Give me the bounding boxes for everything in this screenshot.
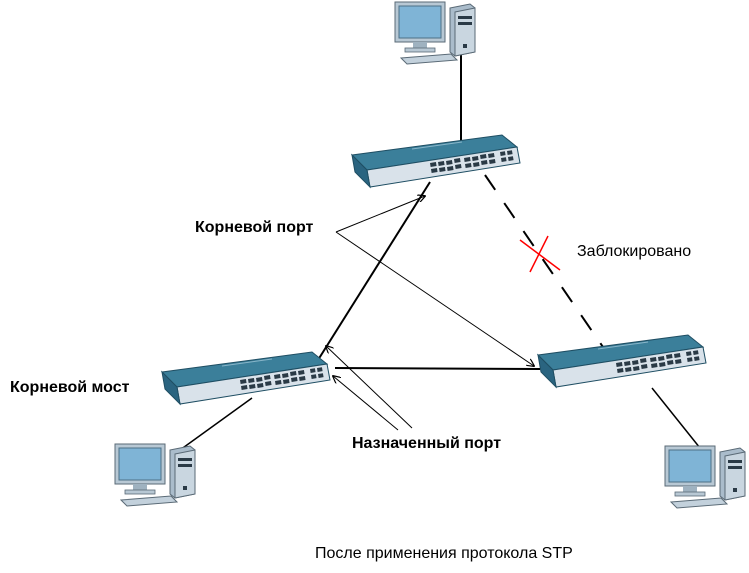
computer-right (664, 445, 746, 509)
link-switch-left-switch-top (317, 181, 431, 361)
link-switch-left-computer-left (179, 397, 253, 451)
designated-port-arrow-up (326, 346, 413, 429)
computer-top (394, 1, 476, 65)
annotation-arrows (326, 196, 534, 431)
links (179, 54, 701, 451)
switch-left (161, 351, 331, 405)
designated-port-label: Назначенный порт (352, 435, 502, 452)
diagram-caption: После применения протокола STP (315, 545, 573, 562)
link-switch-left-switch-right (334, 367, 541, 370)
switch-right (537, 334, 707, 388)
link-switch-top-switch-right-blocked (484, 174, 606, 351)
root-bridge-label: Корневой мост (10, 379, 130, 396)
switch-top (351, 134, 521, 188)
root-port-arrow-top (335, 196, 425, 233)
root-port-arrow-right (335, 231, 534, 366)
blocked-label: Заблокировано (577, 243, 692, 260)
link-switch-right-computer-right (651, 387, 701, 449)
computer-left (114, 443, 196, 507)
root-port-label: Корневой порт (195, 219, 314, 236)
designated-port-arrow-mid (333, 376, 399, 431)
blocked-x-icon (519, 235, 561, 273)
